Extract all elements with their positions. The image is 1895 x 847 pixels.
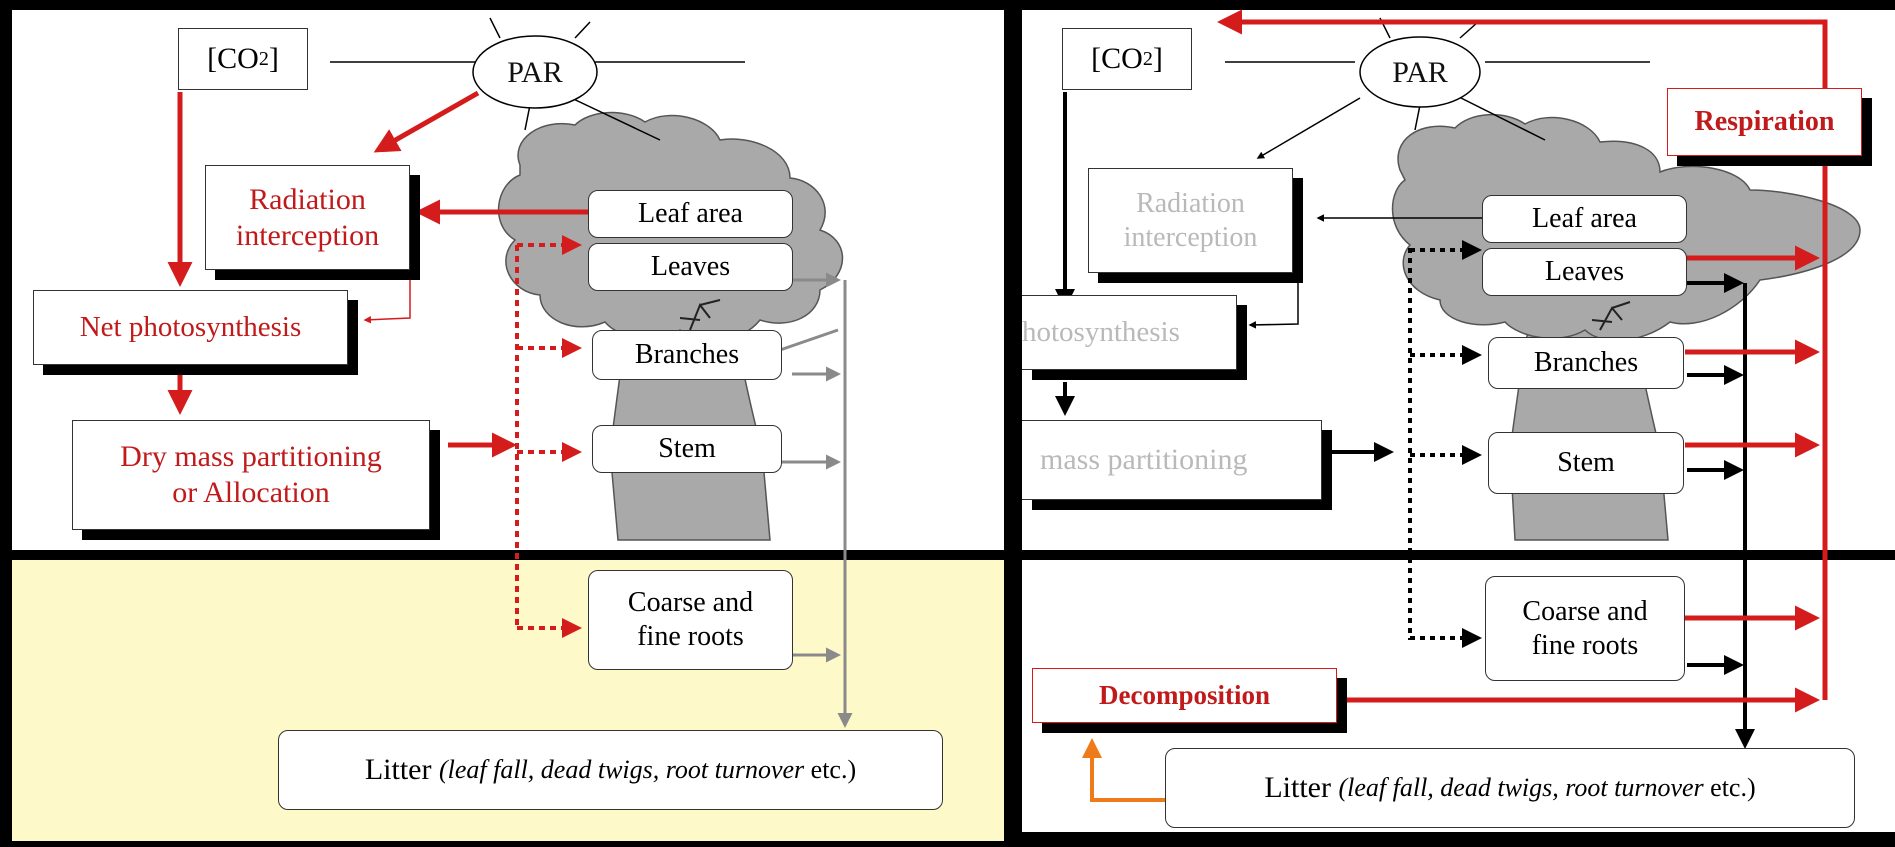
roots-line1-left: Coarse and [627,587,754,619]
net-photosynthesis-label-right: hotosynthesis [1022,316,1180,349]
litter-label-left: Litter [364,753,439,786]
tree-left-twigs [679,299,721,331]
co2-close-right: ] [1152,42,1163,75]
litter-box-right: Litter (leaf fall, dead twigs, root turn… [1165,748,1855,828]
dry-mass-line2-left: or Allocation [172,476,330,509]
net-photosynthesis-label-left: Net photosynthesis [79,311,302,344]
co2-close-left: ] [268,42,279,75]
co2-label-left: [CO [207,42,259,75]
radiation-interception-box-right: Radiation interception [1088,168,1293,273]
dry-mass-box-right: mass partitioning [1022,420,1322,500]
litter-end-left: etc.) [804,755,857,785]
stem-label-right: Stem [1557,447,1615,479]
leaves-box-right: Leaves [1482,248,1687,296]
roots-line2-right: fine roots [1531,629,1639,661]
stem-label-left: Stem [658,433,716,465]
stem-box-left: Stem [592,425,782,473]
litter-label-right: Litter [1264,771,1339,804]
litter-end-right: etc.) [1703,773,1756,803]
par-label-left: PAR [507,56,563,89]
ground-line-left [12,550,1004,559]
leaves-label-right: Leaves [1544,256,1625,288]
sun-left [330,17,745,141]
leaf-area-label-left: Leaf area [638,198,743,230]
branches-label-left: Branches [634,339,740,371]
arrows-right-black [1055,92,1755,749]
decomposition-label: Decomposition [1099,680,1270,711]
roots-line1-right: Coarse and [1522,595,1648,627]
dry-mass-box-left: Dry mass partitioning or Allocation [72,420,430,530]
dry-mass-label-right: mass partitioning [1040,443,1248,476]
dry-mass-line1-left: Dry mass partitioning [120,440,382,473]
respiration-box: Respiration [1667,88,1862,156]
net-photosynthesis-box-left: Net photosynthesis [33,290,348,365]
litter-detail-right: (leaf fall, dead twigs, root turnover [1338,773,1704,803]
decomposition-box: Decomposition [1032,668,1337,723]
litter-box-left: Litter (leaf fall, dead twigs, root turn… [278,730,943,810]
respiration-label: Respiration [1694,106,1835,138]
roots-line2-left: fine roots [637,621,744,652]
stem-box-right: Stem [1488,432,1684,494]
tree-left [498,111,844,541]
leaf-area-box-left: Leaf area [588,190,793,238]
radiation-line1-left: Radiation [249,182,366,216]
arrows-right-thin [1248,97,1482,329]
co2-subscript-right: 2 [1142,48,1153,70]
branches-label-right: Branches [1533,347,1639,379]
co2-label-right: [CO [1091,42,1143,75]
radiation-interception-box-left: Radiation interception [205,165,410,270]
arrows-left-red [167,90,588,458]
arrow-right-orange [1082,738,1165,802]
leaf-area-label-right: Leaf area [1532,203,1637,235]
leaf-area-box-right: Leaf area [1482,195,1687,243]
branches-box-right: Branches [1488,337,1684,389]
roots-box-left: Coarse and fine roots [588,570,793,670]
arrows-left-dotted [515,235,582,638]
tree-right-twigs [1591,301,1631,331]
radiation-line2-left: interception [235,218,380,252]
litter-detail-left: (leaf fall, dead twigs, root turnover [438,755,805,785]
leaves-box-left: Leaves [588,243,793,291]
radiation-line1-right: Radiation [1136,187,1245,219]
co2-subscript-left: 2 [258,48,269,70]
arrows-right-red [1217,9,1828,713]
sun-right [1225,17,1650,141]
radiation-line2-right: interception [1123,221,1258,253]
arrows-left-grey [779,272,853,728]
ground-line-right [1022,550,1895,559]
par-label-right: PAR [1392,56,1448,89]
leaves-label-left: Leaves [650,251,731,283]
net-photosynthesis-box-right: hotosynthesis [1022,295,1237,370]
branches-box-left: Branches [592,330,782,380]
roots-box-right: Coarse and fine roots [1485,576,1685,681]
arrow-left-thin [363,275,411,324]
arrows-right-dotted [1408,240,1482,648]
